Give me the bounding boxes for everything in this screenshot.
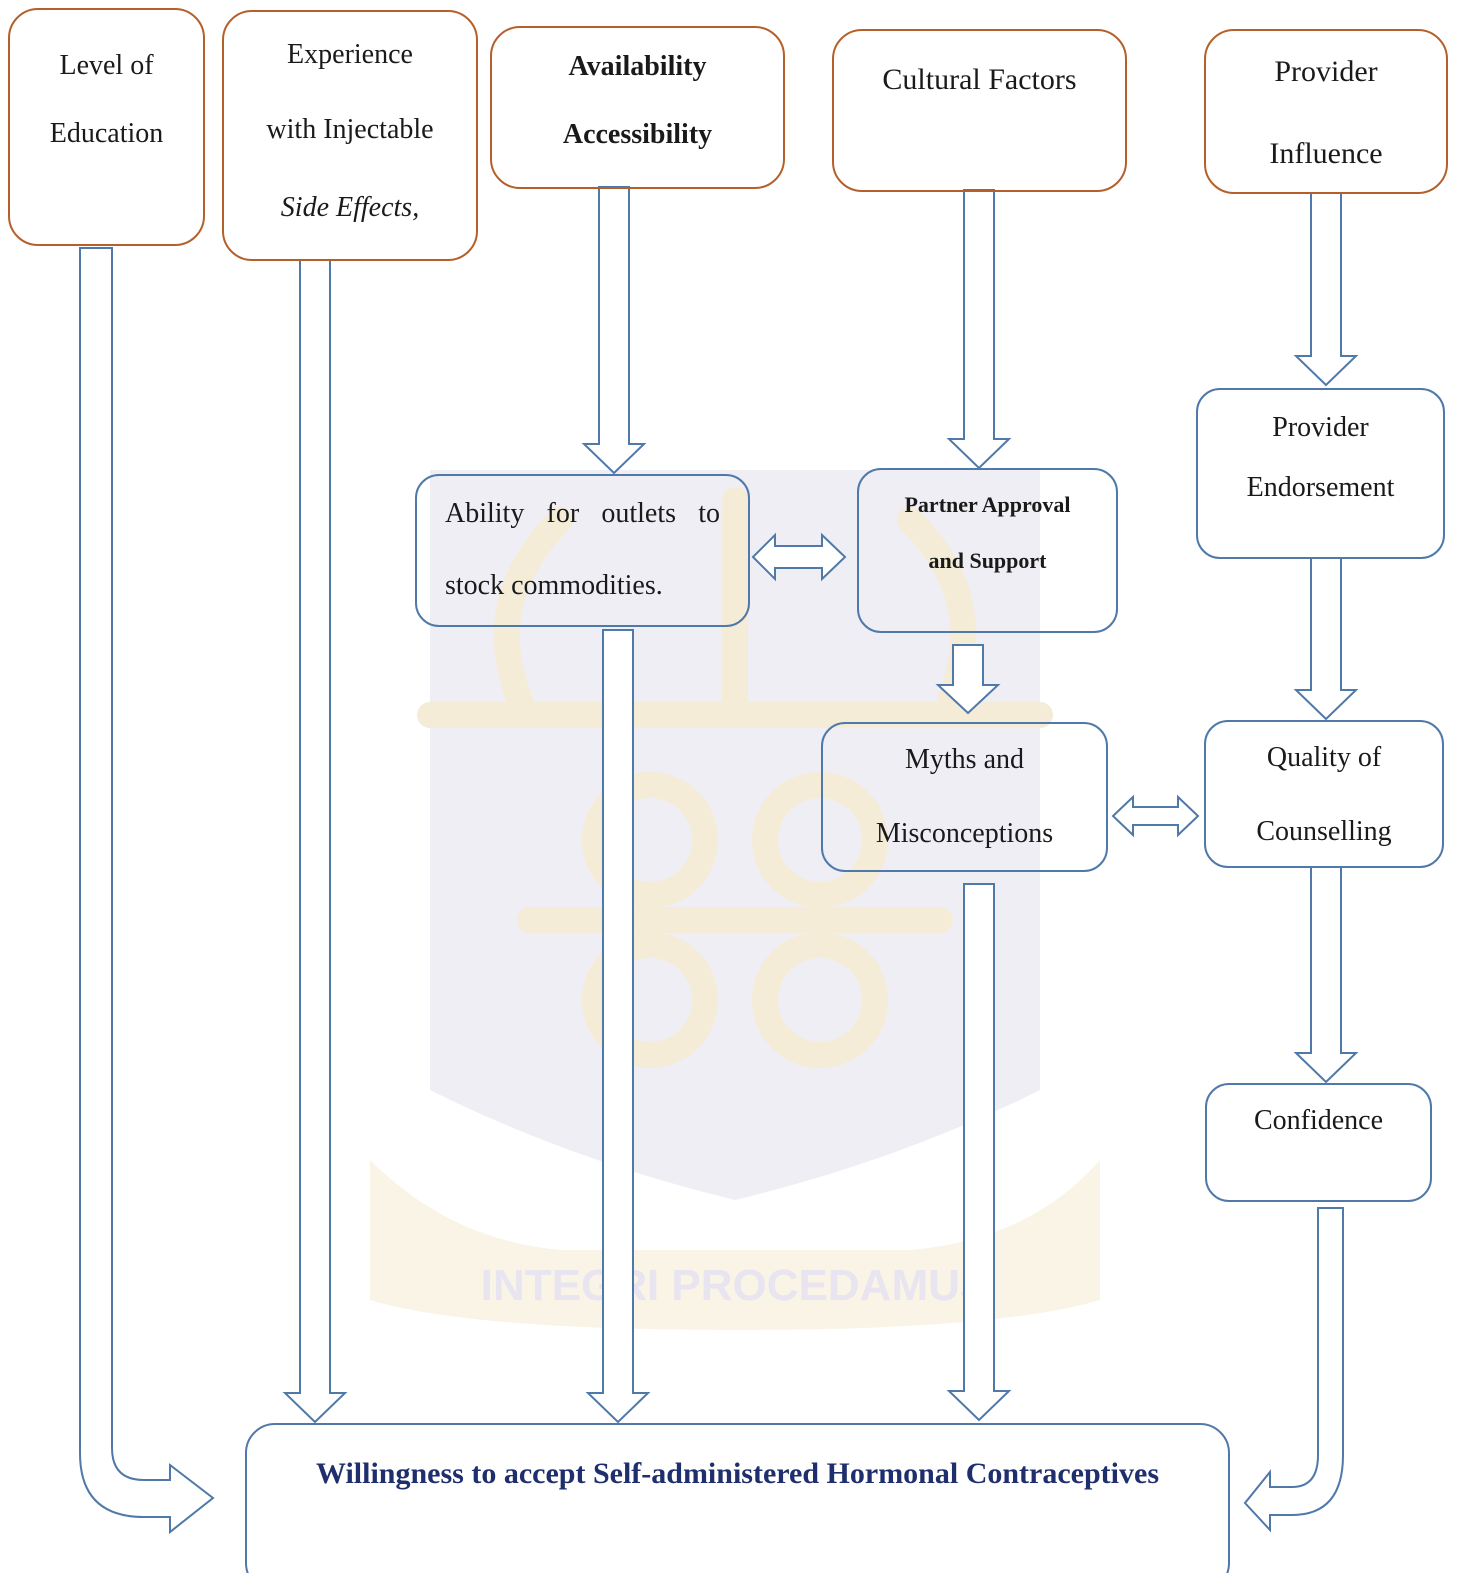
mediator-endorsement-line2: Endorsement: [1246, 472, 1395, 503]
arrow-myths-to-outcome: [946, 883, 1012, 1422]
outcome-willingness: Willingness to accept Self-administered …: [245, 1423, 1230, 1573]
arrow-influence-to-endorsement: [1293, 192, 1359, 387]
arrow-cultural-to-partner: [946, 189, 1012, 470]
mediator-partner-line1: Partner Approval: [904, 492, 1071, 517]
factor-experience-line1: Experience: [287, 39, 413, 70]
mediator-outlets-stock: Ability for outlets to stock commodities…: [415, 474, 750, 627]
factor-provider-influence-line2: Influence: [1269, 137, 1383, 170]
factor-provider-influence-line1: Provider: [1274, 55, 1378, 88]
arrow-endorsement-to-counselling: [1293, 557, 1359, 721]
mediator-confidence: Confidence: [1205, 1083, 1432, 1202]
factor-experience-side-effects: Experience with Injectable Side Effects,: [222, 10, 478, 261]
mediator-myths-line1: Myths and: [905, 744, 1024, 775]
factor-provider-influence: Provider Influence: [1204, 29, 1448, 194]
mediator-counselling-line1: Quality of: [1266, 742, 1382, 773]
arrow-confidence-to-outcome: [1243, 1207, 1344, 1533]
outcome-title: Willingness to accept Self-administered …: [316, 1457, 1159, 1490]
factor-experience-line2: with Injectable: [266, 114, 434, 145]
mediator-myths-line2: Misconceptions: [875, 818, 1054, 849]
mediator-outlets-word3: outlets: [601, 498, 677, 529]
factor-education-line1: Level of: [59, 50, 154, 81]
arrow-outlets-to-outcome: [585, 629, 651, 1424]
factor-availability-line2: Accessibility: [562, 119, 713, 150]
mediator-confidence-line1: Confidence: [1253, 1105, 1384, 1136]
factor-availability-line1: Availability: [568, 51, 707, 82]
mediator-provider-endorsement: Provider Endorsement: [1196, 388, 1445, 559]
arrow-education-to-outcome: [79, 247, 215, 1535]
factor-education-line2: Education: [49, 118, 164, 149]
factor-experience-line3: Side Effects,: [280, 192, 420, 223]
mediator-outlets-word4: to: [698, 498, 720, 529]
mediator-outlets-word1: Ability: [445, 498, 525, 529]
mediator-outlets-line2: stock commodities.: [445, 570, 663, 601]
double-arrow-outlets-partner: [751, 532, 847, 582]
factor-availability-accessibility: Availability Accessibility: [490, 26, 785, 189]
mediator-myths-misconceptions: Myths and Misconceptions: [821, 722, 1108, 872]
mediator-partner-approval: Partner Approval and Support: [857, 468, 1118, 633]
factor-level-of-education: Level of Education: [8, 8, 205, 246]
mediator-counselling-line2: Counselling: [1256, 816, 1392, 847]
watermark-motto: INTEGRI PROCEDAMUS: [481, 1261, 989, 1310]
arrow-counselling-to-confidence: [1293, 866, 1359, 1084]
mediator-partner-line2: and Support: [928, 548, 1047, 573]
mediator-outlets-line1: Ability for outlets to: [445, 500, 720, 528]
factor-cultural-line1: Cultural Factors: [882, 63, 1077, 96]
arrow-availability-to-outlets: [581, 186, 647, 475]
mediator-endorsement-line1: Provider: [1272, 412, 1369, 443]
arrow-experience-to-outcome: [282, 259, 348, 1424]
mediator-quality-counselling: Quality of Counselling: [1204, 720, 1444, 868]
factor-cultural: Cultural Factors: [832, 29, 1127, 192]
double-arrow-myths-counselling: [1111, 794, 1200, 838]
arrow-partner-to-myths: [935, 644, 1001, 715]
mediator-outlets-word2: for: [546, 498, 580, 529]
